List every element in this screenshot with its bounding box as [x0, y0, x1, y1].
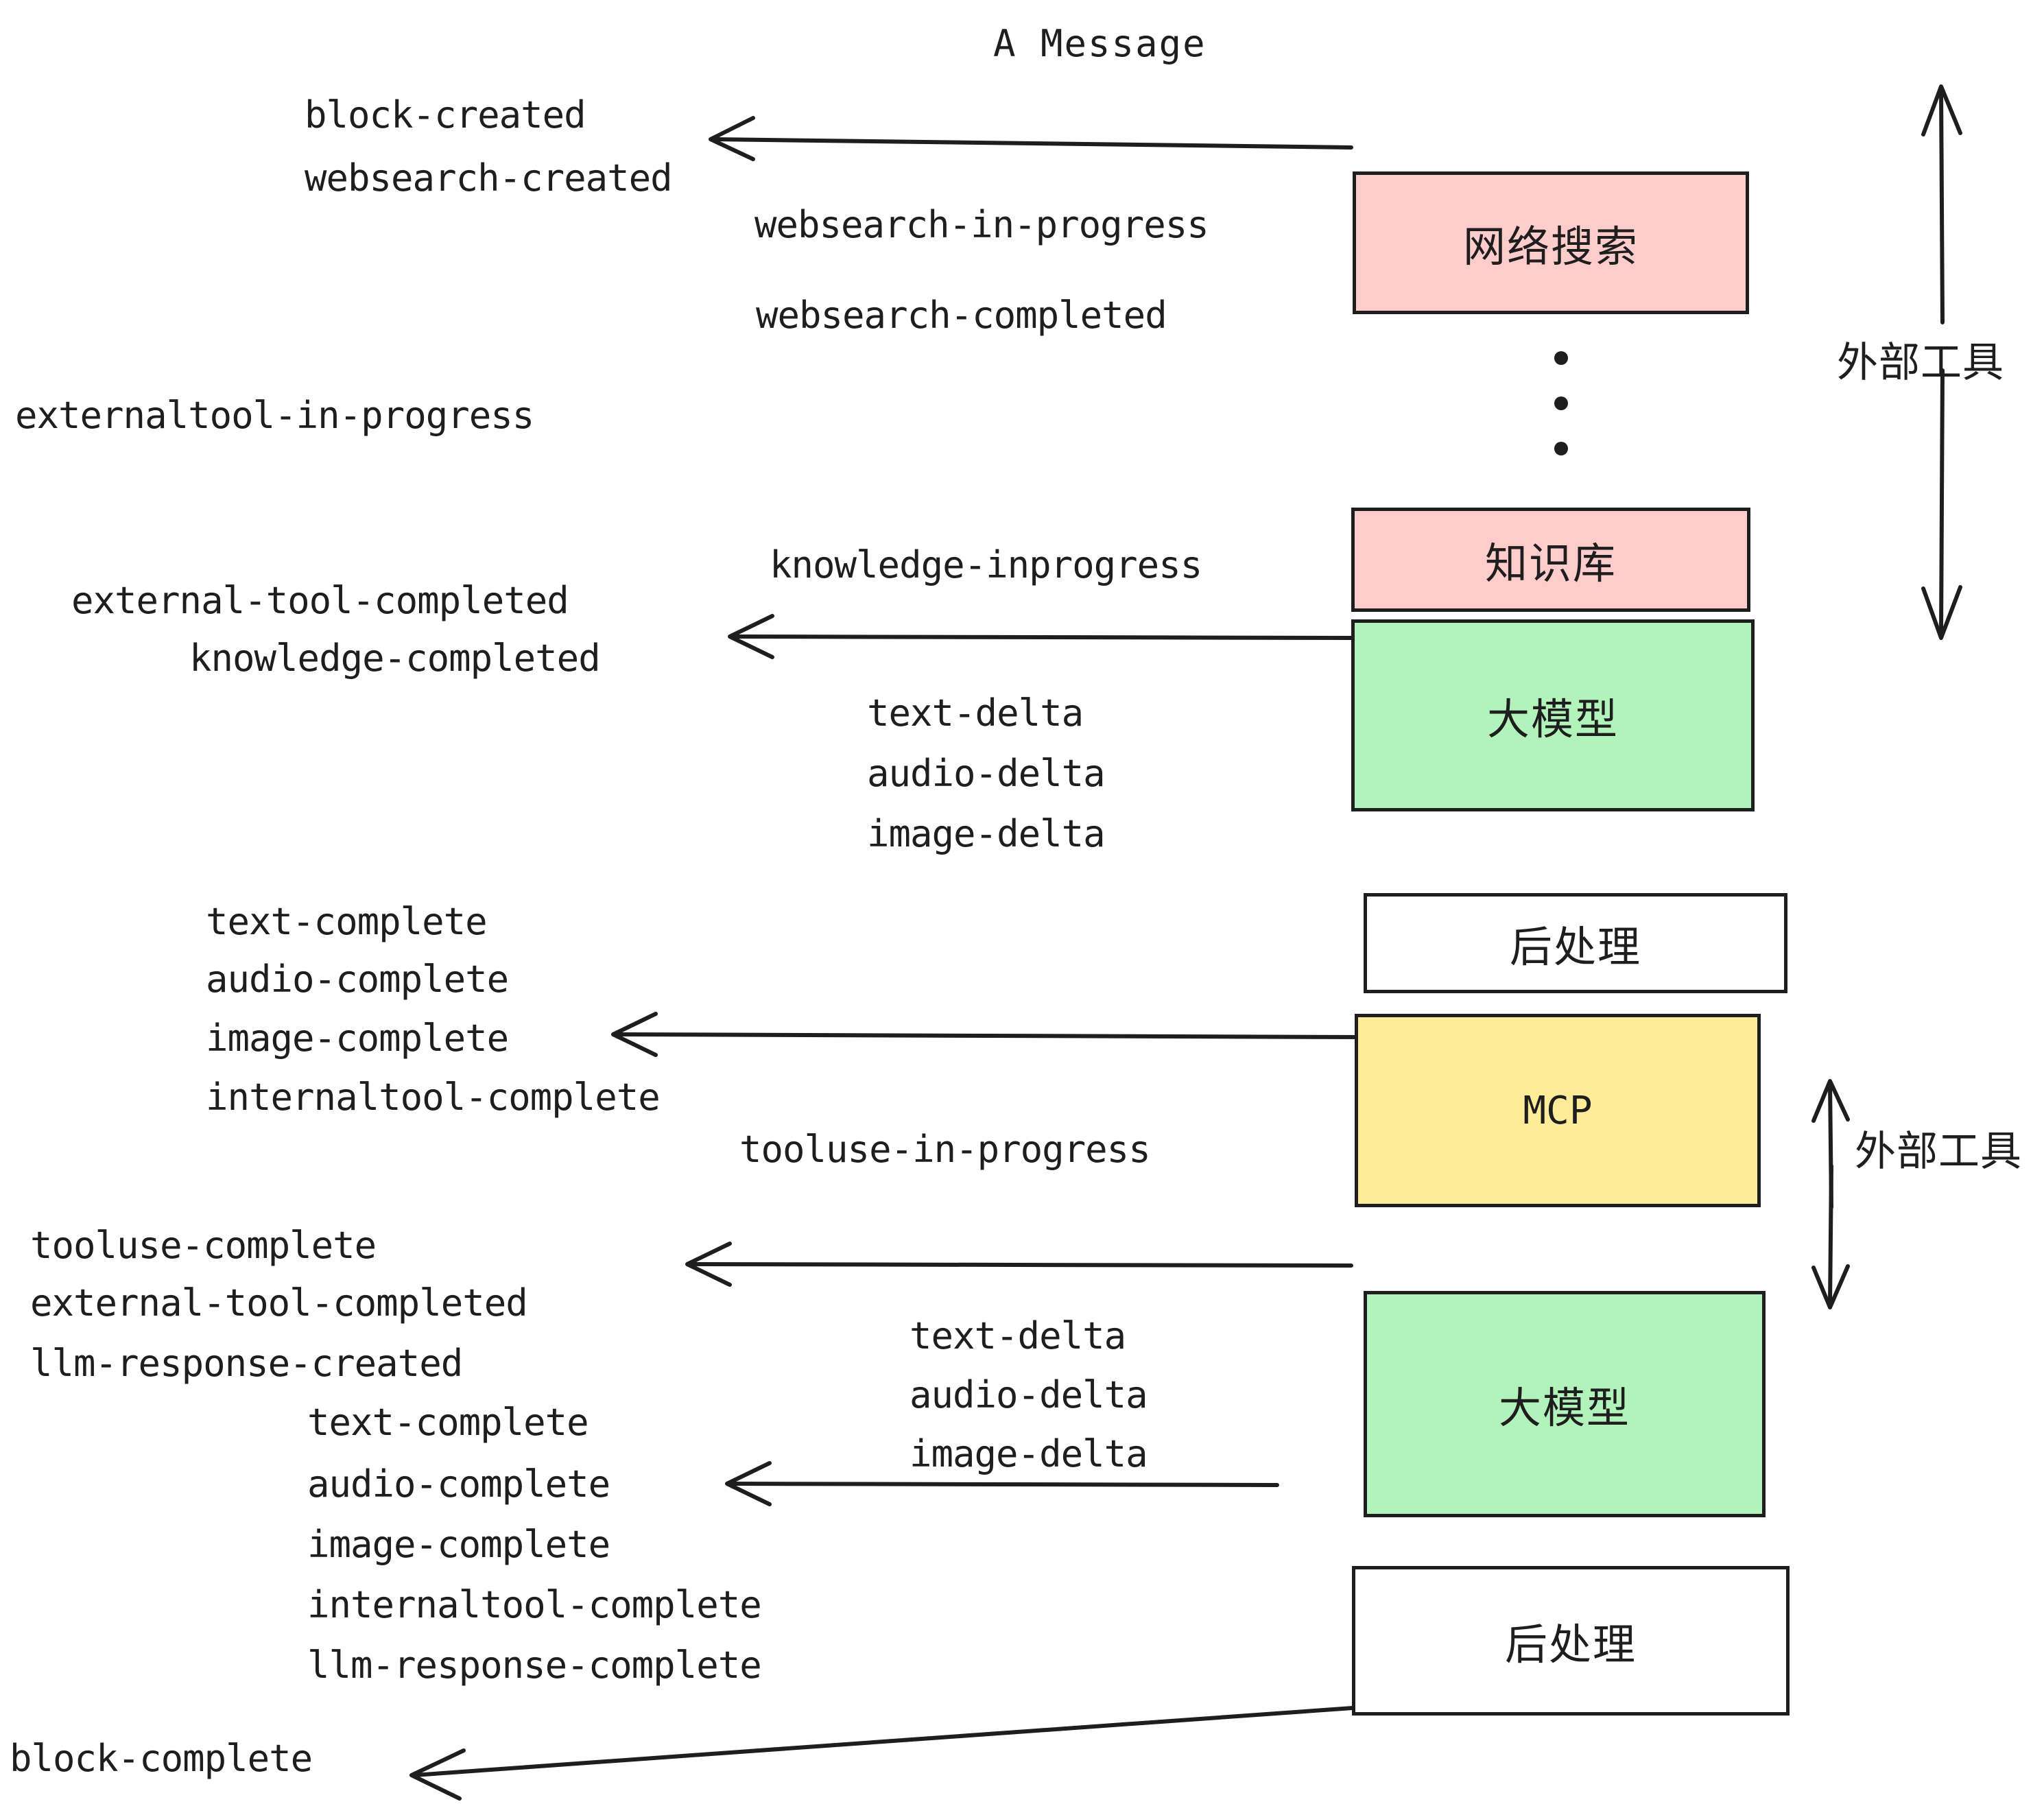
side-label-external-tools-top: 外部工具: [1837, 339, 2004, 387]
event-tooluse-complete: tooluse-complete: [30, 1224, 377, 1267]
node-postprocess-2[interactable]: 后处理: [1352, 1566, 1790, 1716]
event-websearch-created: websearch-created: [305, 156, 673, 200]
event-audio-delta-2: audio-delta: [910, 1373, 1148, 1416]
event-text-delta-2: text-delta: [910, 1314, 1126, 1357]
node-postprocess-2-label: 后处理: [1504, 1619, 1637, 1670]
event-internaltool-complete-2: internaltool-complete: [307, 1583, 762, 1626]
event-external-tool-completed-2: external-tool-completed: [30, 1281, 528, 1325]
event-externaltool-in-progress: externaltool-in-progress: [15, 394, 534, 437]
node-llm-2[interactable]: 大模型: [1364, 1291, 1766, 1517]
event-block-complete: block-complete: [10, 1737, 313, 1780]
node-postprocess-1[interactable]: 后处理: [1364, 893, 1787, 993]
event-text-complete-1: text-complete: [206, 900, 488, 943]
event-audio-complete-1: audio-complete: [206, 958, 509, 1001]
node-websearch[interactable]: 网络搜索: [1353, 171, 1749, 314]
event-text-complete-2: text-complete: [307, 1401, 589, 1444]
node-postprocess-1-label: 后处理: [1509, 922, 1641, 972]
event-external-tool-completed-1: external-tool-completed: [71, 579, 569, 622]
event-audio-complete-2: audio-complete: [307, 1462, 610, 1506]
event-internaltool-complete-1: internaltool-complete: [206, 1076, 661, 1119]
node-llm-2-label: 大模型: [1498, 1383, 1630, 1433]
event-llm-response-created: llm-response-created: [30, 1342, 463, 1385]
side-label-external-tools-bottom: 外部工具: [1855, 1128, 2022, 1176]
node-llm-1-label: 大模型: [1486, 694, 1619, 744]
event-websearch-completed: websearch-completed: [756, 294, 1167, 337]
node-mcp-label: MCP: [1523, 1088, 1593, 1133]
event-knowledge-inprogress: knowledge-inprogress: [770, 543, 1202, 586]
event-llm-response-complete: llm-response-complete: [307, 1643, 762, 1687]
node-knowledge[interactable]: 知识库: [1351, 508, 1750, 612]
event-text-delta-1: text-delta: [867, 691, 1084, 735]
event-image-delta-1: image-delta: [867, 812, 1106, 855]
event-image-delta-2: image-delta: [910, 1432, 1148, 1475]
event-audio-delta-1: audio-delta: [867, 752, 1106, 795]
event-image-complete-1: image-complete: [206, 1017, 509, 1060]
event-image-complete-2: image-complete: [307, 1523, 610, 1566]
node-knowledge-label: 知识库: [1484, 538, 1617, 589]
event-websearch-in-progress: websearch-in-progress: [754, 203, 1209, 246]
node-llm-1[interactable]: 大模型: [1351, 619, 1755, 811]
event-block-created: block-created: [305, 93, 586, 137]
page-title: A Message: [993, 22, 1207, 65]
node-mcp[interactable]: MCP: [1355, 1014, 1761, 1207]
node-websearch-label: 网络搜索: [1462, 222, 1639, 272]
event-tooluse-in-progress: tooluse-in-progress: [739, 1128, 1151, 1171]
event-knowledge-completed: knowledge-completed: [189, 637, 601, 680]
vertical-ellipsis-icon: [1553, 351, 1569, 455]
